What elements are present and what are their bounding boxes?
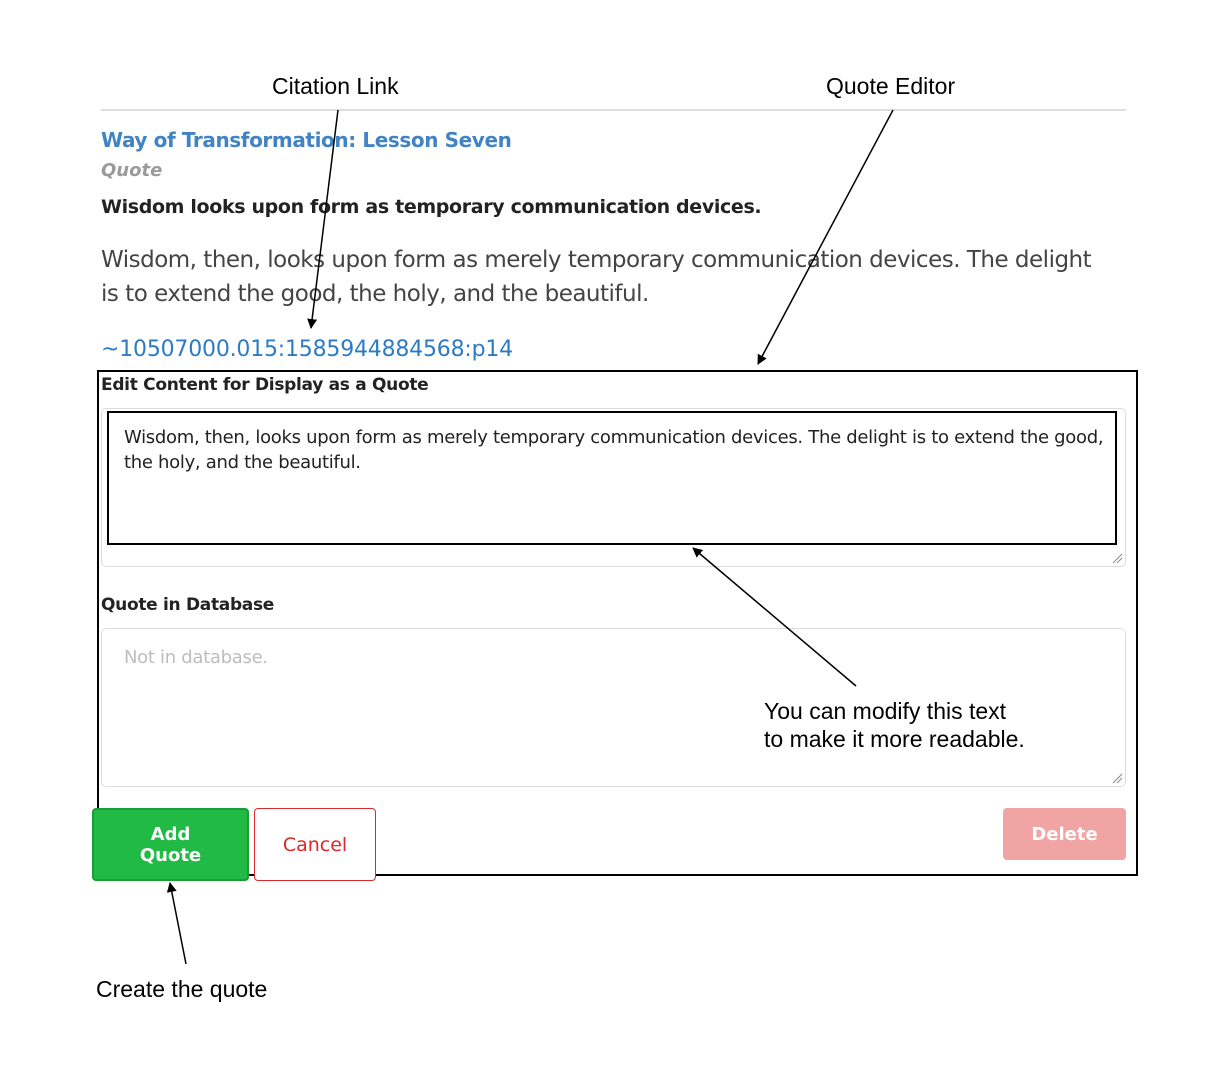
delete-label: Delete xyxy=(1031,823,1098,845)
database-placeholder: Not in database. xyxy=(124,647,268,668)
create-quote-arrow xyxy=(166,882,187,965)
quote-in-database-textarea[interactable]: Not in database. xyxy=(101,628,1126,787)
top-divider xyxy=(101,109,1126,111)
add-quote-button[interactable]: Add Quote xyxy=(92,808,249,881)
annotation-citation-link: Citation Link xyxy=(272,73,399,99)
edit-content-textarea[interactable]: Wisdom, then, looks upon form as merely … xyxy=(101,408,1126,567)
cancel-label: Cancel xyxy=(282,833,348,856)
quote-editor-frame xyxy=(97,370,1138,876)
delete-button[interactable]: Delete xyxy=(1003,808,1126,860)
source-title-link[interactable]: Way of Transformation: Lesson Seven xyxy=(101,128,512,152)
annotation-modify-text-line2: to make it more readable. xyxy=(764,726,1025,752)
quote-in-database-label: Quote in Database xyxy=(101,595,275,615)
resize-handle-icon[interactable] xyxy=(1111,552,1123,564)
editor-arrow xyxy=(757,109,894,365)
cancel-button[interactable]: Cancel xyxy=(254,808,376,881)
quote-summary: Wisdom looks upon form as temporary comm… xyxy=(101,196,762,218)
quote-type-label: Quote xyxy=(101,160,163,181)
add-quote-label: Add Quote xyxy=(139,823,202,866)
annotation-quote-editor: Quote Editor xyxy=(826,73,956,99)
edit-area-highlight xyxy=(107,411,1117,545)
edit-content-value[interactable]: Wisdom, then, looks upon form as merely … xyxy=(124,427,1104,473)
annotation-modify-text-line1: You can modify this text xyxy=(764,698,1007,724)
edit-content-label: Edit Content for Display as a Quote xyxy=(101,375,429,395)
quote-body-text: Wisdom, then, looks upon form as merely … xyxy=(101,247,1092,307)
annotation-create-quote: Create the quote xyxy=(96,976,268,1002)
citation-link[interactable]: ~10507000.015:1585944884568:p14 xyxy=(101,337,513,362)
resize-handle-icon[interactable] xyxy=(1111,772,1123,784)
